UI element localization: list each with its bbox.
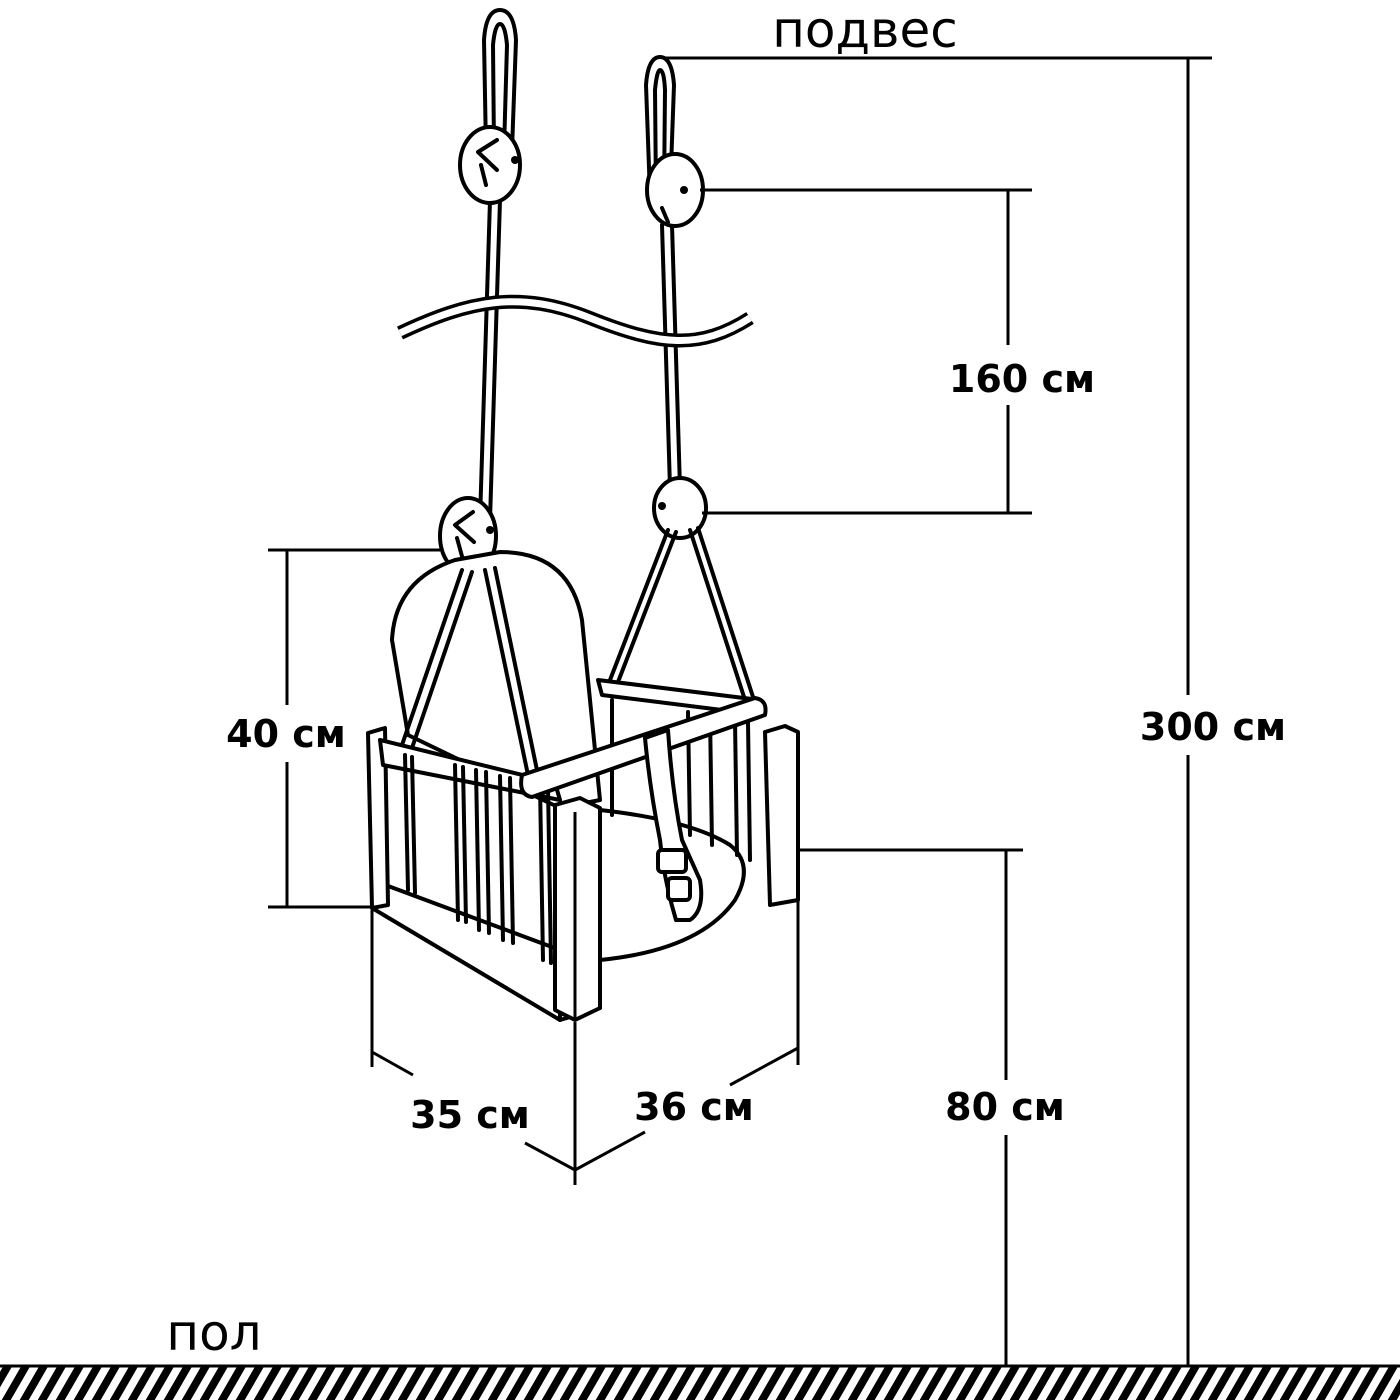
front-right-post	[553, 796, 602, 1022]
right-rope-loop	[644, 55, 676, 197]
dim-total-height-label: 300 см	[1140, 705, 1286, 749]
front-rail	[378, 738, 562, 802]
seat-back	[390, 550, 602, 810]
left-rope	[478, 198, 502, 522]
left-post	[366, 726, 390, 910]
right-rear-post	[763, 724, 800, 907]
dim-rope-length: 160 см	[700, 188, 1095, 515]
dim-seat-height-label: 40 см	[226, 712, 346, 756]
ceiling-label: подвес	[772, 1, 958, 59]
dim-width: 36 см	[574, 898, 800, 1172]
top-crossbar	[519, 696, 768, 799]
left-side-ropes	[400, 566, 540, 777]
floor	[0, 1364, 1400, 1400]
left-rope-loop	[482, 8, 518, 152]
floor-hatch	[0, 1366, 1400, 1400]
dim-seat-height: 40 см	[226, 548, 440, 909]
dim-floor-clearance: 80 см	[800, 848, 1065, 1366]
floor-label: пол	[166, 1304, 261, 1362]
dim-floor-clearance-label: 80 см	[945, 1085, 1065, 1129]
dim-width-label: 36 см	[634, 1085, 754, 1129]
rope-break-wave	[397, 294, 754, 348]
right-lower-adjuster	[652, 476, 708, 540]
right-side-ropes	[608, 526, 756, 702]
right-rope	[660, 223, 682, 490]
dim-depth-label: 35 см	[410, 1093, 530, 1137]
left-upper-adjuster	[458, 125, 522, 205]
front-bars	[403, 753, 553, 965]
dim-rope-length-label: 160 см	[949, 357, 1095, 401]
dim-total-height: 300 см	[663, 56, 1286, 1366]
safety-strap	[643, 728, 704, 922]
dim-depth: 35 см	[370, 910, 577, 1185]
right-upper-adjuster	[645, 152, 705, 228]
